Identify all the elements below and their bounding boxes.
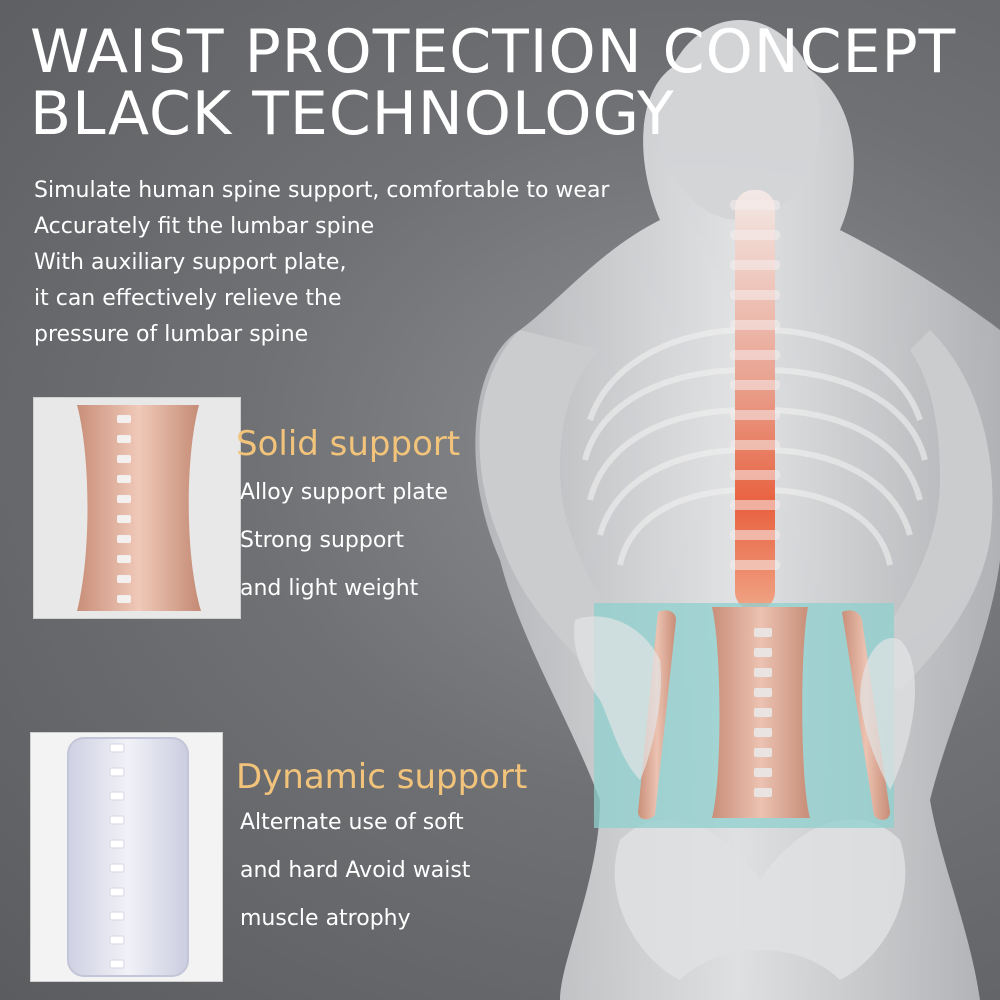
description-line: pressure of lumbar spine (34, 322, 309, 347)
alloy-plate-image (33, 397, 241, 619)
feature-line: and light weight (240, 576, 419, 601)
headline-line-1: WAIST PROTECTION CONCEPT (30, 17, 957, 87)
pelvis (614, 819, 906, 980)
feature-line: Alternate use of soft (240, 810, 464, 835)
feature-line: Alloy support plate (240, 480, 448, 505)
description-line: Accurately fit the lumbar spine (34, 214, 375, 239)
description-line: it can effectively relieve the (34, 286, 342, 311)
feature-line: Strong support (240, 528, 404, 553)
feature-line: and hard Avoid waist (240, 858, 471, 883)
feature-title-solid-support: Solid support (236, 424, 461, 464)
description-line: Simulate human spine support, comfortabl… (34, 178, 610, 203)
spine (730, 190, 780, 610)
feature-title-dynamic-support: Dynamic support (236, 757, 528, 797)
rib-cage (582, 327, 928, 566)
headline-line-2: BLACK TECHNOLOGY (30, 79, 675, 149)
hands (574, 616, 915, 790)
soft-plate-image (30, 732, 223, 982)
soft-plate-icon (67, 737, 189, 977)
alloy-plate-icon (77, 405, 201, 611)
description-line: With auxiliary support plate, (34, 250, 347, 275)
feature-line: muscle atrophy (240, 906, 411, 931)
description-text: Simulate human spine support, comfortabl… (34, 173, 609, 353)
